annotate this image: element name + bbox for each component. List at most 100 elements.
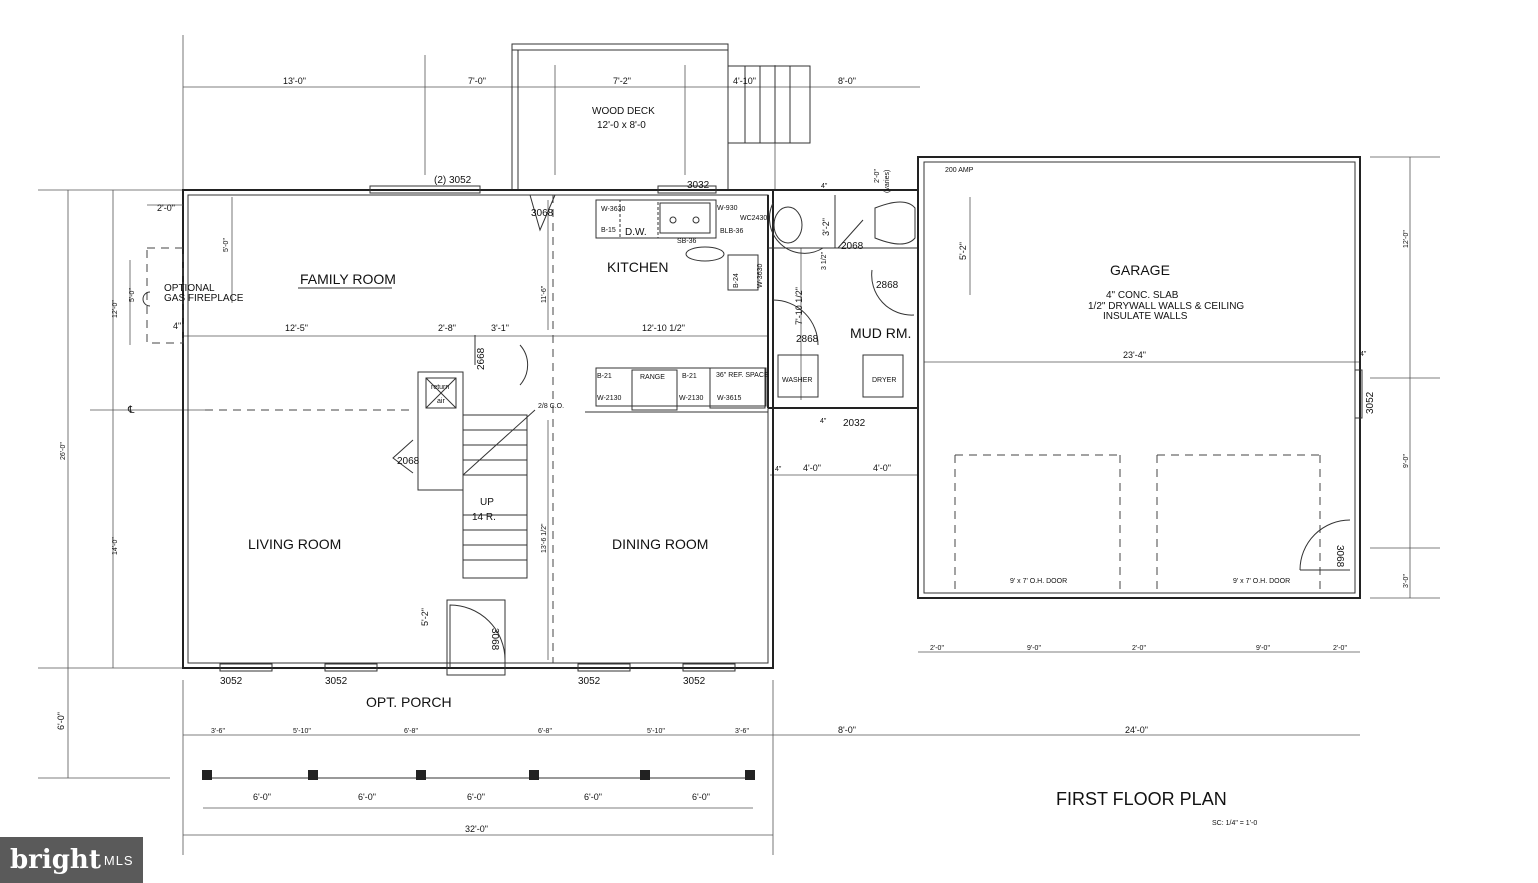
- return-air-label: return: [431, 384, 449, 391]
- cabinet-label: W-2130: [679, 395, 703, 402]
- cased-opening-tag: 2/8 C.O.: [538, 403, 564, 410]
- window-tag: 3052: [1365, 391, 1376, 414]
- dimension-label: 2'-0": [1333, 645, 1347, 652]
- dimension-label: 6'-8": [538, 728, 552, 735]
- room-label-kitchen: KITCHEN: [607, 259, 668, 275]
- room-label-porch: OPT. PORCH: [366, 694, 452, 710]
- dimension-label: 12'-0": [1403, 230, 1410, 248]
- room-label-mud-room: MUD RM.: [850, 325, 911, 341]
- dimension-label: 7'-10 1/2": [794, 287, 804, 325]
- dimension-label: 13'-6 1/2": [541, 523, 548, 553]
- door-tag: 3068: [1334, 545, 1345, 568]
- return-air-label: air: [437, 398, 445, 405]
- dimension-label: 2'-0": [1132, 645, 1146, 652]
- door-tag: 2868: [796, 334, 819, 345]
- room-label-family: FAMILY ROOM: [300, 271, 396, 287]
- porch-post: [529, 770, 539, 780]
- dimension-label: 11'-6": [541, 285, 548, 303]
- dimension-label: 6'-0": [358, 792, 376, 802]
- door-tag: 3068: [531, 208, 554, 219]
- dimension-label: 9'-0": [1027, 645, 1041, 652]
- dimension-label: 6'-8": [404, 728, 418, 735]
- dimension-label: (varies): [884, 170, 891, 193]
- dimension-label: 3'-1": [491, 323, 509, 333]
- dimension-label: 9'-0": [1403, 454, 1410, 468]
- cabinet-label: W-3630: [601, 206, 625, 213]
- window-tag: (2) 3052: [434, 175, 472, 186]
- door-tag: 2068: [397, 456, 420, 467]
- dimension-label: 26'-0": [60, 442, 67, 460]
- dimension-label: 3'-6": [211, 728, 225, 735]
- dimension-label: 12'-0": [112, 300, 119, 318]
- garage-note: 1/2" DRYWALL WALLS & CEILING: [1088, 301, 1244, 312]
- window-tag: 3052: [578, 676, 601, 687]
- dimension-label: 5'-2": [958, 242, 968, 260]
- window-tag: 3052: [683, 676, 706, 687]
- dimension-label: 2'-0": [157, 203, 175, 213]
- dimension-label: 5'-10": [293, 728, 311, 735]
- plan-scale: SC: 1/4" = 1'-0: [1212, 820, 1257, 827]
- dimension-label: 9'-0": [1256, 645, 1270, 652]
- windows: [219, 185, 1363, 672]
- window-tag: 3052: [220, 676, 243, 687]
- door-tag: 2668: [476, 347, 487, 370]
- dimension-label: 4": [1360, 351, 1367, 358]
- cabinet-label: B-24: [733, 273, 740, 288]
- dryer-label: DRYER: [872, 377, 896, 384]
- dimension-label: 6'-0": [253, 792, 271, 802]
- dimension-label: 4'-0": [803, 463, 821, 473]
- dimension-label: 4": [821, 183, 828, 190]
- wood-deck-size: 12'-0 x 8'-0: [597, 120, 646, 131]
- dimension-label: 6'-0": [467, 792, 485, 802]
- dimension-label: 2'-0": [930, 645, 944, 652]
- gas-fireplace: [129, 204, 184, 345]
- dimension-label: 4'-10": [733, 76, 756, 86]
- overhead-door-label: 9' x 7' O.H. DOOR: [1233, 578, 1290, 585]
- stairs-up-label: UP: [480, 497, 494, 508]
- porch-post: [202, 770, 212, 780]
- dimension-label: 4": [820, 418, 827, 425]
- range-label: RANGE: [640, 374, 665, 381]
- plan-title: FIRST FLOOR PLAN: [1056, 789, 1227, 809]
- bright-mls-watermark: bright MLS: [0, 837, 143, 883]
- room-label-living: LIVING ROOM: [248, 536, 341, 552]
- room-label-dining: DINING ROOM: [612, 536, 708, 552]
- dimension-label: 3 1/2": [821, 251, 828, 270]
- centerline-mark: ℄: [127, 405, 135, 416]
- dimension-label: 12'-10 1/2": [642, 323, 685, 333]
- cabinet-label: W-3615: [717, 395, 741, 402]
- window-tag: 3052: [325, 676, 348, 687]
- dimension-label: 5'-10": [647, 728, 665, 735]
- cabinet-label: W-3630: [757, 264, 764, 288]
- room-label-wood-deck: WOOD DECK: [592, 106, 655, 117]
- dimension-label: 12'-5": [285, 323, 308, 333]
- front-door: [446, 599, 506, 676]
- dimension-label: 6'-0": [584, 792, 602, 802]
- watermark-suffix: MLS: [103, 852, 134, 868]
- dimension-label: 3'-6": [735, 728, 749, 735]
- dimension-label: 7'-0": [468, 76, 486, 86]
- porch-post: [640, 770, 650, 780]
- room-label-garage: GARAGE: [1110, 262, 1170, 278]
- electrical-panel-note: 200 AMP: [945, 167, 974, 174]
- dimension-label: 8'-0": [838, 725, 856, 735]
- dimension-label: 5'-2": [420, 608, 430, 626]
- cabinet-label: WC2430: [740, 215, 767, 222]
- cabinet-label: W-930: [717, 205, 738, 212]
- door-tag: 2068: [841, 241, 864, 252]
- fireplace-note: OPTIONAL: [164, 283, 215, 294]
- dimension-label: 14'-0": [112, 537, 119, 555]
- dimension-label: 4": [173, 321, 181, 331]
- dimension-label: 2'-8": [438, 323, 456, 333]
- refrigerator-label: 36" REF. SPACE: [716, 372, 769, 379]
- dimension-label: 2'-0": [874, 169, 881, 183]
- cabinet-label: SB-36: [677, 238, 697, 245]
- dimension-label: 3'-2": [821, 218, 831, 236]
- house-walls: [182, 189, 918, 669]
- garage-note: INSULATE WALLS: [1103, 311, 1188, 322]
- dimension-label: 24'-0": [1125, 725, 1148, 735]
- door-tag: 3068: [489, 628, 500, 651]
- porch-post: [745, 770, 755, 780]
- dimension-label: 5'-0": [223, 238, 230, 252]
